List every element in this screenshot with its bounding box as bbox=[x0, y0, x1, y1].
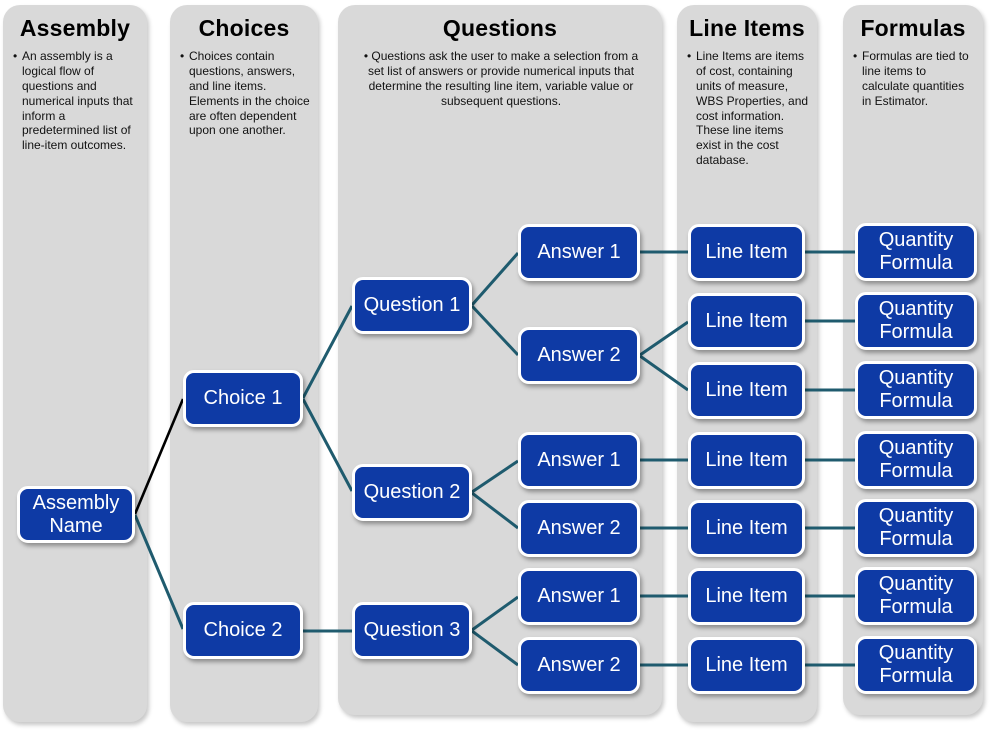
choice-1-node: Choice 1 bbox=[183, 370, 303, 427]
answer-1-node: Answer 1 bbox=[518, 224, 640, 281]
panel-formulas-title: Formulas bbox=[860, 15, 966, 41]
panel-questions-title: Questions bbox=[442, 15, 558, 41]
line-item-6-node: Line Item bbox=[688, 568, 805, 625]
line-item-5-node: Line Item bbox=[688, 500, 805, 557]
quantity-formula-7-node: Quantity Formula bbox=[855, 636, 977, 694]
question-3-node: Question 3 bbox=[352, 602, 472, 659]
quantity-formula-4-node: Quantity Formula bbox=[855, 431, 977, 489]
question-1-node: Question 1 bbox=[352, 277, 472, 334]
answer-4-node: Answer 2 bbox=[518, 500, 640, 557]
panel-choices-title: Choices bbox=[198, 15, 290, 41]
line-item-1-node: Line Item bbox=[688, 224, 805, 281]
assembly-name-node: Assembly Name bbox=[17, 486, 135, 543]
panel-assembly-title: Assembly bbox=[19, 15, 131, 41]
answer-5-node: Answer 1 bbox=[518, 568, 640, 625]
line-item-2-node: Line Item bbox=[688, 293, 805, 350]
line-item-3-node: Line Item bbox=[688, 362, 805, 419]
panel-assembly-text: An assembly is a logical flow of questio… bbox=[13, 49, 139, 153]
answer-6-node: Answer 2 bbox=[518, 637, 640, 694]
panel-line-items-title: Line Items bbox=[689, 15, 805, 41]
line-item-7-node: Line Item bbox=[688, 637, 805, 694]
answer-2-node: Answer 2 bbox=[518, 327, 640, 384]
panel-line-items-text: Line Items are items of cost, containing… bbox=[687, 49, 809, 168]
line-item-4-node: Line Item bbox=[688, 432, 805, 489]
panel-questions-text: Questions ask the user to make a selecti… bbox=[348, 49, 654, 109]
quantity-formula-1-node: Quantity Formula bbox=[855, 223, 977, 281]
quantity-formula-6-node: Quantity Formula bbox=[855, 567, 977, 625]
panel-choices-text: Choices contain questions, answers, and … bbox=[180, 49, 310, 138]
choice-2-node: Choice 2 bbox=[183, 602, 303, 659]
answer-3-node: Answer 1 bbox=[518, 432, 640, 489]
question-2-node: Question 2 bbox=[352, 464, 472, 521]
panel-assembly: Assembly An assembly is a logical flow o… bbox=[3, 5, 147, 722]
quantity-formula-5-node: Quantity Formula bbox=[855, 499, 977, 557]
panel-formulas-text: Formulas are tied to line items to calcu… bbox=[853, 49, 975, 109]
quantity-formula-3-node: Quantity Formula bbox=[855, 361, 977, 419]
quantity-formula-2-node: Quantity Formula bbox=[855, 292, 977, 350]
